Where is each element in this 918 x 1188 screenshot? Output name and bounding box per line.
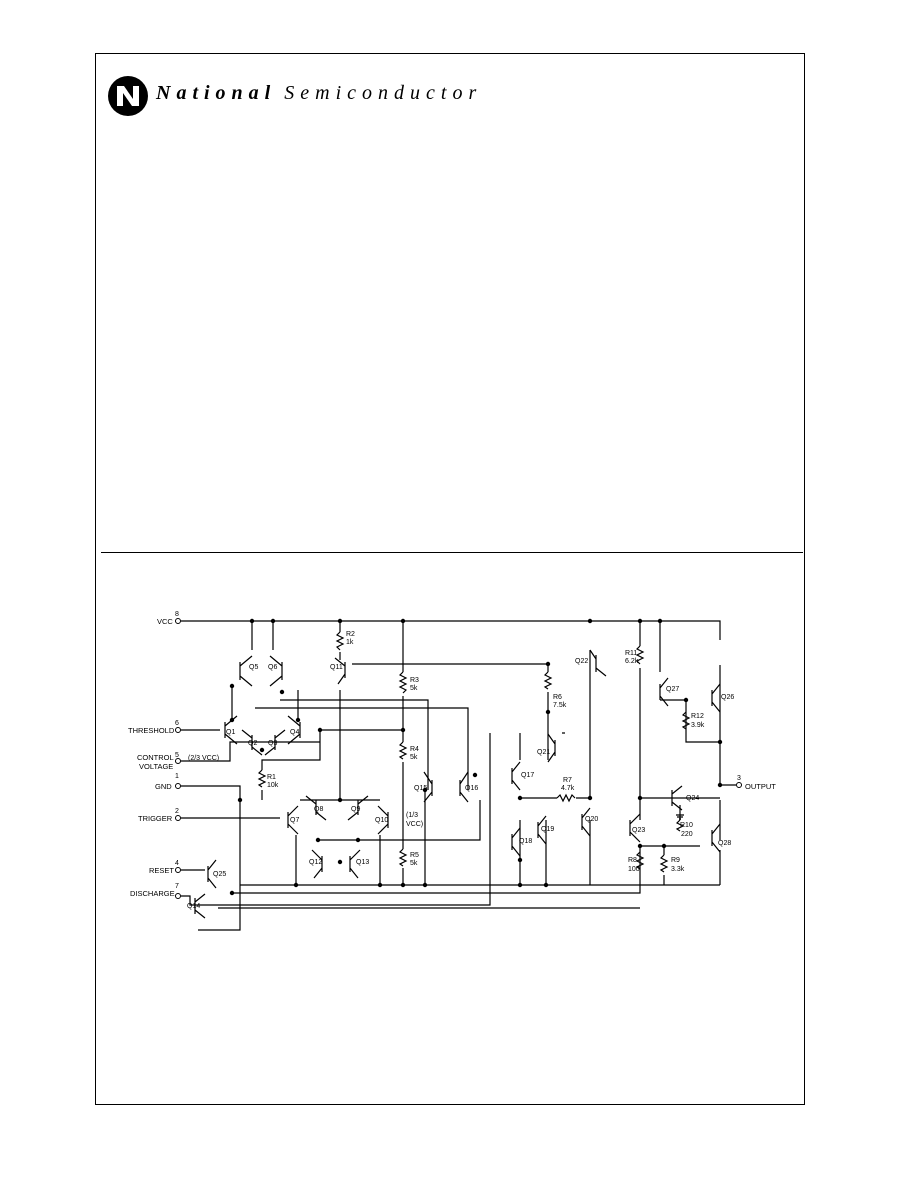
resistor-labels: R1 10k R2 1k R3 5k R4 5k R5 5k R6 7.5k R… [267, 631, 705, 873]
label-q25: Q25 [213, 871, 226, 878]
label-r5-val: 5k [410, 860, 418, 867]
pin-num-gnd: 1 [175, 773, 179, 780]
label-q28: Q28 [718, 840, 731, 847]
label-q5: Q5 [249, 664, 258, 671]
label-q13: Q13 [356, 859, 369, 866]
label-q9: Q9 [351, 806, 360, 813]
pin-labels: 8 VCC 6 THRESHOLD 5 CONTROL VOLTAGE 1 GN… [128, 611, 776, 898]
label-q12: Q12 [309, 859, 322, 866]
note-one-third-b: VCC) [406, 821, 423, 828]
label-r1-name: R1 [267, 774, 276, 781]
label-q3: Q3 [268, 740, 277, 747]
resistor-symbols [257, 631, 691, 873]
label-r12-name: R12 [691, 713, 704, 720]
label-q22: Q22 [575, 658, 588, 665]
page-frame [95, 53, 805, 1105]
label-r3-val: 5k [410, 685, 418, 692]
pin-num-discharge: 7 [175, 883, 179, 890]
label-q11: Q11 [330, 664, 343, 671]
label-q15: Q15 [414, 785, 427, 792]
label-r8-val: 100 [628, 866, 640, 873]
label-q6: Q6 [268, 664, 277, 671]
label-r2-val: 1k [346, 639, 354, 646]
label-r7-name: R7 [563, 777, 572, 784]
label-r11-name: R11 [625, 650, 637, 657]
label-q21: Q21 [537, 749, 550, 756]
label-r6-val: 7.5k [553, 702, 567, 709]
junction-dots [229, 618, 723, 896]
note-two-thirds-vcc: (2/3 VCC) [188, 755, 219, 762]
label-q4: Q4 [290, 729, 299, 736]
label-q7: Q7 [290, 817, 299, 824]
brand-name: National Semiconductor [156, 82, 482, 105]
label-r9-name: R9 [671, 857, 680, 864]
label-r10-name: R10 [680, 822, 693, 829]
transistor-symbols [194, 649, 721, 919]
label-r10-val: 220 [681, 831, 693, 838]
label-q24: Q24 [686, 795, 699, 802]
pin-label-control: CONTROL [137, 753, 174, 762]
pin-label-reset: RESET [149, 866, 174, 875]
label-r11-val: 6.2k [625, 658, 639, 665]
pin-num-reset: 4 [175, 860, 179, 867]
label-q27: Q27 [666, 686, 679, 693]
pin-label-vcc: VCC [157, 617, 173, 626]
label-q17: Q17 [521, 772, 534, 779]
ground-symbol-icon [676, 814, 684, 820]
pin-num-threshold: 6 [175, 720, 179, 727]
label-r9-val: 3.3k [671, 866, 685, 873]
label-q14: Q14 [187, 903, 200, 910]
label-r4-name: R4 [410, 746, 419, 753]
label-q1: Q1 [226, 729, 235, 736]
label-q2: Q2 [248, 740, 257, 747]
label-r5-name: R5 [410, 852, 419, 859]
pin-num-trigger: 2 [175, 808, 179, 815]
label-r8-name: R8 [628, 857, 637, 864]
label-q20: Q20 [585, 816, 598, 823]
pin-label-trigger: TRIGGER [138, 814, 173, 823]
label-r1-val: 10k [267, 782, 279, 789]
label-r3-name: R3 [410, 677, 419, 684]
note-one-third-a: (1/3 [406, 812, 418, 819]
pin-label-voltage: VOLTAGE [139, 762, 173, 771]
label-q8: Q8 [314, 806, 323, 813]
pin-terminals [175, 618, 742, 899]
label-q26: Q26 [721, 694, 734, 701]
label-r2-name: R2 [346, 631, 355, 638]
pin-label-output: OUTPUT [745, 782, 776, 791]
pin-num-control: 5 [175, 752, 179, 759]
label-q23: Q23 [632, 827, 645, 834]
transistor-labels: Q1 Q2 Q3 Q4 Q5 Q6 Q7 Q8 Q9 Q10 Q11 Q12 Q… [187, 658, 734, 910]
brand-light: Semiconductor [284, 82, 483, 104]
label-r7-val: 4.7k [561, 785, 575, 792]
national-logo-icon [108, 76, 148, 116]
label-r4-val: 5k [410, 754, 418, 761]
pin-label-threshold: THRESHOLD [128, 726, 175, 735]
label-q19: Q19 [541, 826, 554, 833]
label-q10: Q10 [375, 817, 388, 824]
pin-num-output: 3 [737, 775, 741, 782]
pin-label-discharge: DISCHARGE [130, 889, 175, 898]
section-divider [101, 552, 803, 553]
pin-num-vcc: 8 [175, 611, 179, 618]
label-q16: Q16 [465, 785, 478, 792]
brand-bold: National [156, 82, 277, 104]
label-r6-name: R6 [553, 694, 562, 701]
label-q18: Q18 [519, 838, 532, 845]
label-r12-val: 3.9k [691, 722, 705, 729]
pin-label-gnd: GND [155, 782, 172, 791]
